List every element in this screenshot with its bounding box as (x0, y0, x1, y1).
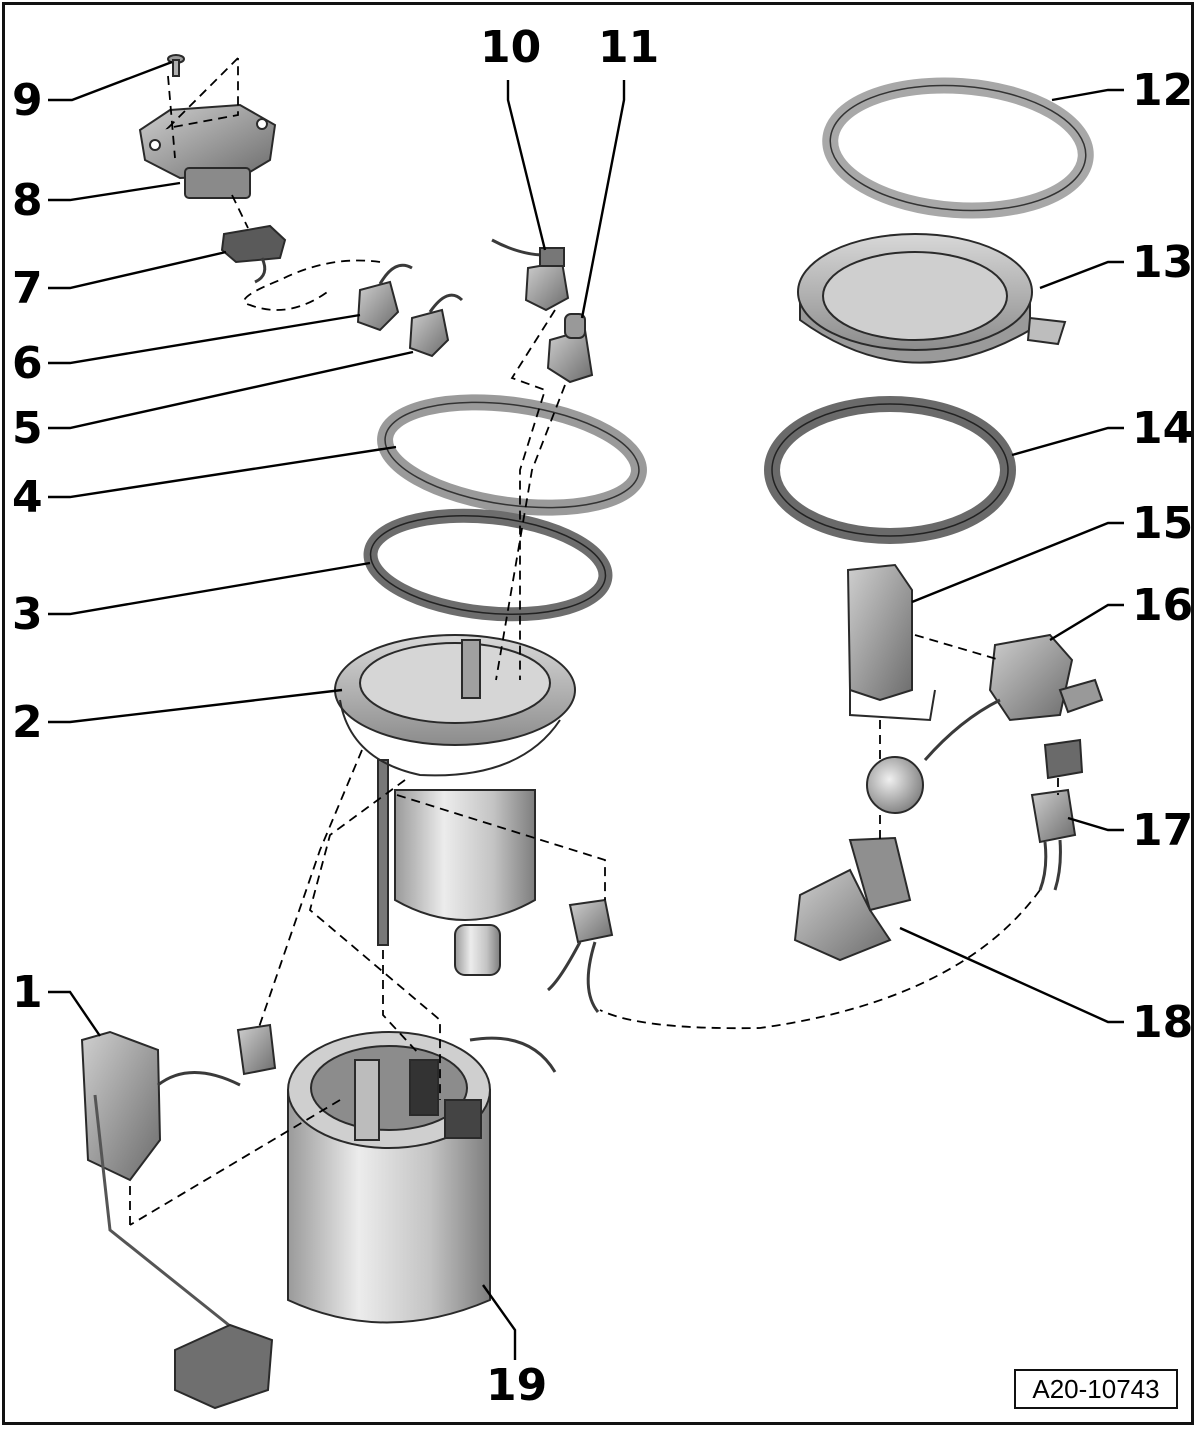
flange-part-13 (797, 233, 1067, 364)
callout-7: 7 (12, 263, 43, 314)
callout-19: 19 (486, 1360, 547, 1411)
seal-part-14 (764, 396, 1016, 544)
callout-3: 3 (12, 589, 43, 640)
callout-12: 12 (1132, 65, 1193, 116)
wire-route-dash (243, 259, 381, 311)
callout-2: 2 (12, 697, 43, 748)
assembly-guide-lines (129, 57, 1059, 1226)
connector-part-17 (1030, 788, 1077, 891)
control-module-part (138, 103, 277, 199)
connector-part-5 (408, 293, 464, 358)
callout-5: 5 (12, 403, 43, 454)
callout-11: 11 (598, 22, 659, 73)
reservoir-part-19 (287, 1031, 557, 1324)
reference-code: A20-10743 (1032, 1373, 1160, 1404)
callout-labels: 9 8 7 6 5 4 3 2 1 10 11 12 13 14 15 16 1… (12, 22, 1193, 1411)
screw-part (167, 54, 185, 77)
connector-part-6 (356, 263, 413, 332)
callout-16: 16 (1132, 580, 1193, 631)
callout-14: 14 (1132, 403, 1193, 454)
leader-lines (48, 60, 1124, 1360)
flange-part-2 (334, 634, 576, 976)
seal-part-3 (363, 508, 613, 622)
callout-15: 15 (1132, 498, 1193, 549)
connector-part-10 (491, 238, 570, 312)
callout-13: 13 (1132, 237, 1193, 288)
callout-8: 8 (12, 175, 43, 226)
callout-4: 4 (12, 472, 43, 523)
callout-6: 6 (12, 338, 43, 389)
callout-9: 9 (12, 75, 43, 126)
callout-1: 1 (12, 967, 43, 1018)
connector-part-7 (220, 224, 287, 284)
locking-ring-part-12 (822, 77, 1094, 219)
reference-code-box: A20-10743 (1014, 1369, 1178, 1409)
level-sender-part-1 (80, 1023, 277, 1410)
callout-10: 10 (480, 22, 541, 73)
connector-part-11 (546, 313, 594, 384)
bracket-part-15 (846, 563, 936, 722)
sender-part-16 (866, 633, 1104, 814)
mount-part-18 (793, 836, 912, 962)
callout-17: 17 (1132, 805, 1193, 856)
connector-part-pump-harness (546, 898, 614, 1013)
callout-18: 18 (1132, 997, 1193, 1048)
locking-ring-part-4 (377, 394, 647, 516)
